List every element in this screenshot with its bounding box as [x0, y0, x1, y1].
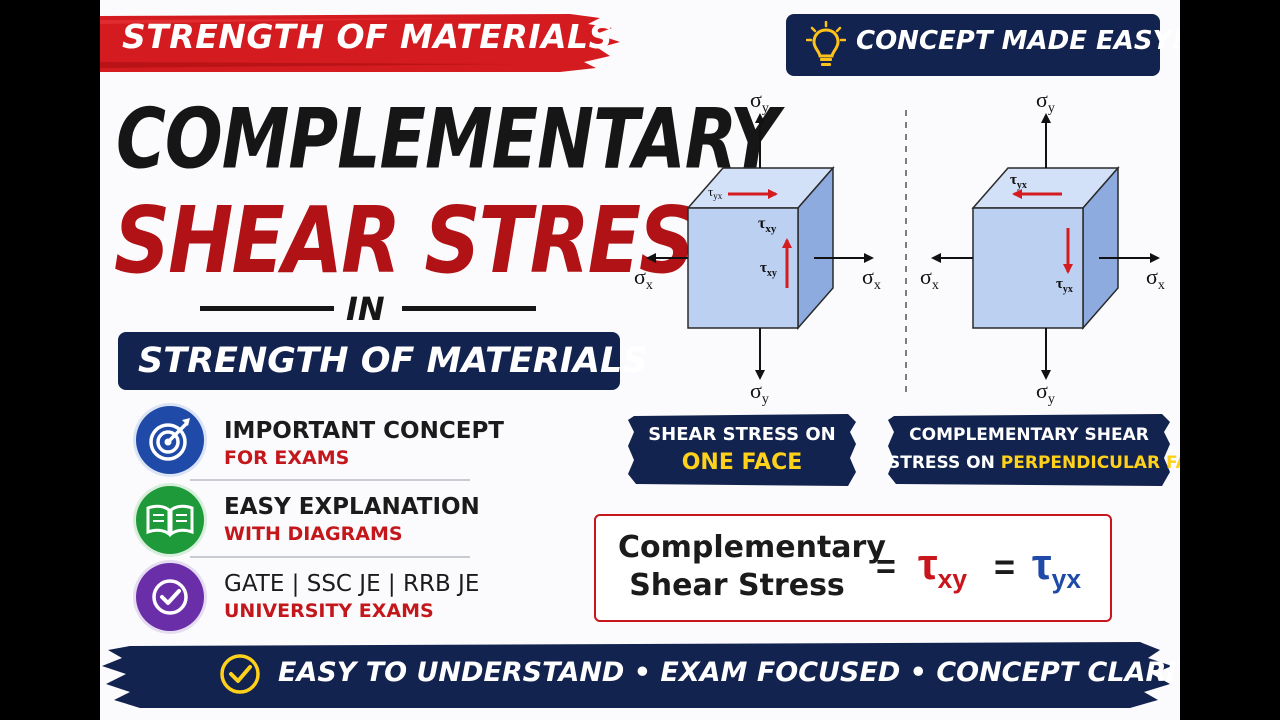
feature-2-sub: WITH DIAGRAMS [224, 523, 403, 545]
right-caption-brush [888, 414, 1170, 486]
left-sigma-y-top: σy [750, 87, 769, 116]
left-cube [686, 166, 835, 330]
left-caption-line-2: ONE FACE [681, 450, 803, 475]
stress-element-diagrams: σy σy σx σx τyx τxy τxy σy σy σx σx τyx … [634, 87, 1165, 407]
divider-left [200, 306, 334, 311]
bottom-brush-banner [102, 642, 1172, 708]
feature-2-badge [136, 486, 204, 554]
title-connector: IN [346, 290, 385, 328]
right-tau-top: τyx [1010, 172, 1027, 191]
tip-pill [786, 14, 1160, 76]
subtitle-text: STRENGTH OF MATERIALS [138, 341, 648, 381]
formula-equals-1: = [876, 548, 896, 586]
lightbulb-icon [806, 21, 846, 66]
right-sigma-y-top: σy [1036, 87, 1055, 116]
formula-box [594, 514, 1112, 622]
bottom-banner-text: EASY TO UNDERSTAND • EXAM FOCUSED • CONC… [278, 657, 1180, 688]
title-line-1: COMPLEMENTARY [116, 92, 779, 189]
book-icon [146, 504, 194, 538]
check-badge-icon [152, 579, 188, 615]
feature-3-badge [136, 563, 204, 631]
feature-2-main: EASY EXPLANATION [224, 494, 480, 520]
feature-3-sub: UNIVERSITY EXAMS [224, 600, 434, 622]
right-sigma-x-left: σx [920, 264, 939, 293]
right-caption-line-2: STRESS ON PERPENDICULAR FACE [888, 453, 1180, 473]
left-tau-right: τxy [758, 215, 777, 235]
feature-1-badge [136, 406, 204, 474]
top-brush-banner [100, 14, 620, 72]
left-sigma-y-bottom: σy [750, 378, 769, 407]
target-icon [149, 418, 190, 461]
formula-tau-xy: τxy [918, 540, 967, 595]
top-banner-title: STRENGTH OF MATERIALS [122, 17, 613, 56]
right-tau-vertical: τyx [1056, 276, 1073, 295]
check-circle-icon [220, 654, 260, 694]
right-sigma-x-right: σx [1146, 264, 1165, 293]
thumbnail-canvas: STRENGTH OF MATERIALS CONCEPT MADE EASY!… [100, 0, 1180, 720]
title-line-2: SHEAR STRESS [114, 188, 747, 295]
right-sigma-y-bottom: σy [1036, 378, 1055, 407]
formula-label-line-1: Complementary [618, 530, 886, 565]
right-cube [971, 166, 1120, 330]
formula-tau-yx: τyx [1032, 540, 1081, 595]
right-caption-line-1: COMPLEMENTARY SHEAR [909, 425, 1149, 445]
left-tau-vertical: τxy [760, 260, 777, 279]
left-caption-brush [628, 414, 856, 486]
divider-right [402, 306, 536, 311]
subtitle-pill [118, 332, 620, 390]
formula-label-line-2: Shear Stress [629, 568, 845, 603]
left-caption-line-1: SHEAR STRESS ON [648, 424, 836, 445]
formula-equals-2: = [994, 546, 1016, 587]
tip-label: CONCEPT MADE EASY! [856, 26, 1180, 56]
left-sigma-x-right: σx [862, 264, 881, 293]
feature-divider-2 [190, 556, 470, 558]
feature-3-main: GATE | SSC JE | RRB JE [224, 571, 480, 597]
feature-1-sub: FOR EXAMS [224, 447, 350, 469]
feature-1-main: IMPORTANT CONCEPT [224, 418, 504, 444]
left-sigma-x-left: σx [634, 264, 653, 293]
left-tau-top: τyx [708, 184, 723, 201]
feature-divider-1 [190, 479, 470, 481]
